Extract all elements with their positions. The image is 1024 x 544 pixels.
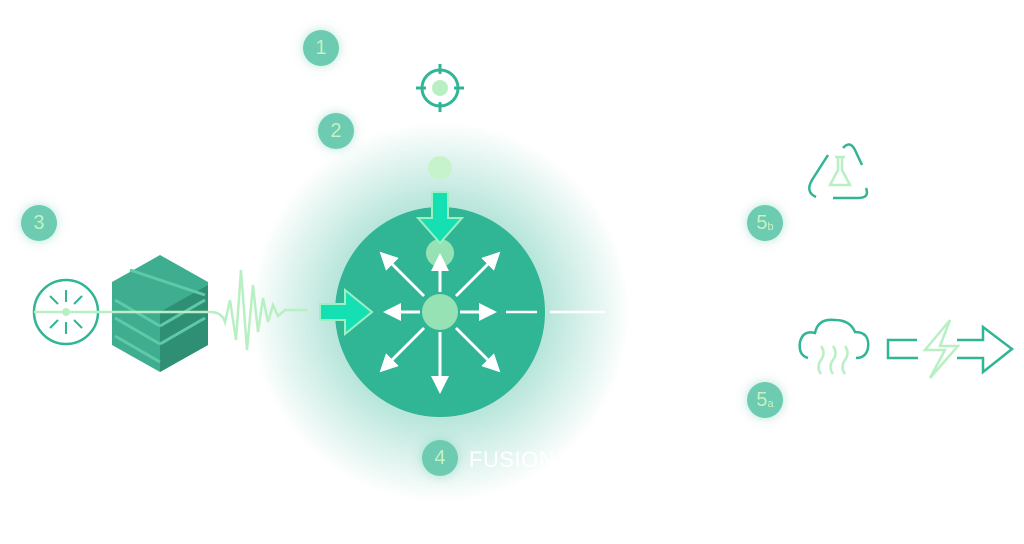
crystal-amplifier-icon [112, 255, 208, 372]
laser-beam [34, 269, 308, 351]
plasma-core [422, 294, 458, 330]
badge-number: 5 [756, 388, 768, 411]
badge-subscript: a [767, 398, 774, 410]
steam-cloud-icon [798, 318, 870, 375]
electricity-output-arrow-icon [886, 319, 1015, 379]
fuel-particle [428, 156, 452, 180]
right-input-arrow-icon [319, 287, 374, 337]
step-badge-1: 1 [303, 30, 339, 66]
target-icon [416, 64, 464, 112]
step-badge-2: 2 [318, 113, 354, 149]
down-input-arrow-icon [415, 191, 465, 245]
badge-subscript: b [767, 221, 774, 233]
outward-arrows-icon [379, 251, 501, 394]
badge-number: 5 [756, 211, 768, 234]
step-badge-4: 4 [422, 440, 458, 476]
fusion-label: FUSION [469, 447, 556, 472]
recycle-flask-icon [808, 143, 869, 200]
step-badge-3: 3 [21, 205, 57, 241]
